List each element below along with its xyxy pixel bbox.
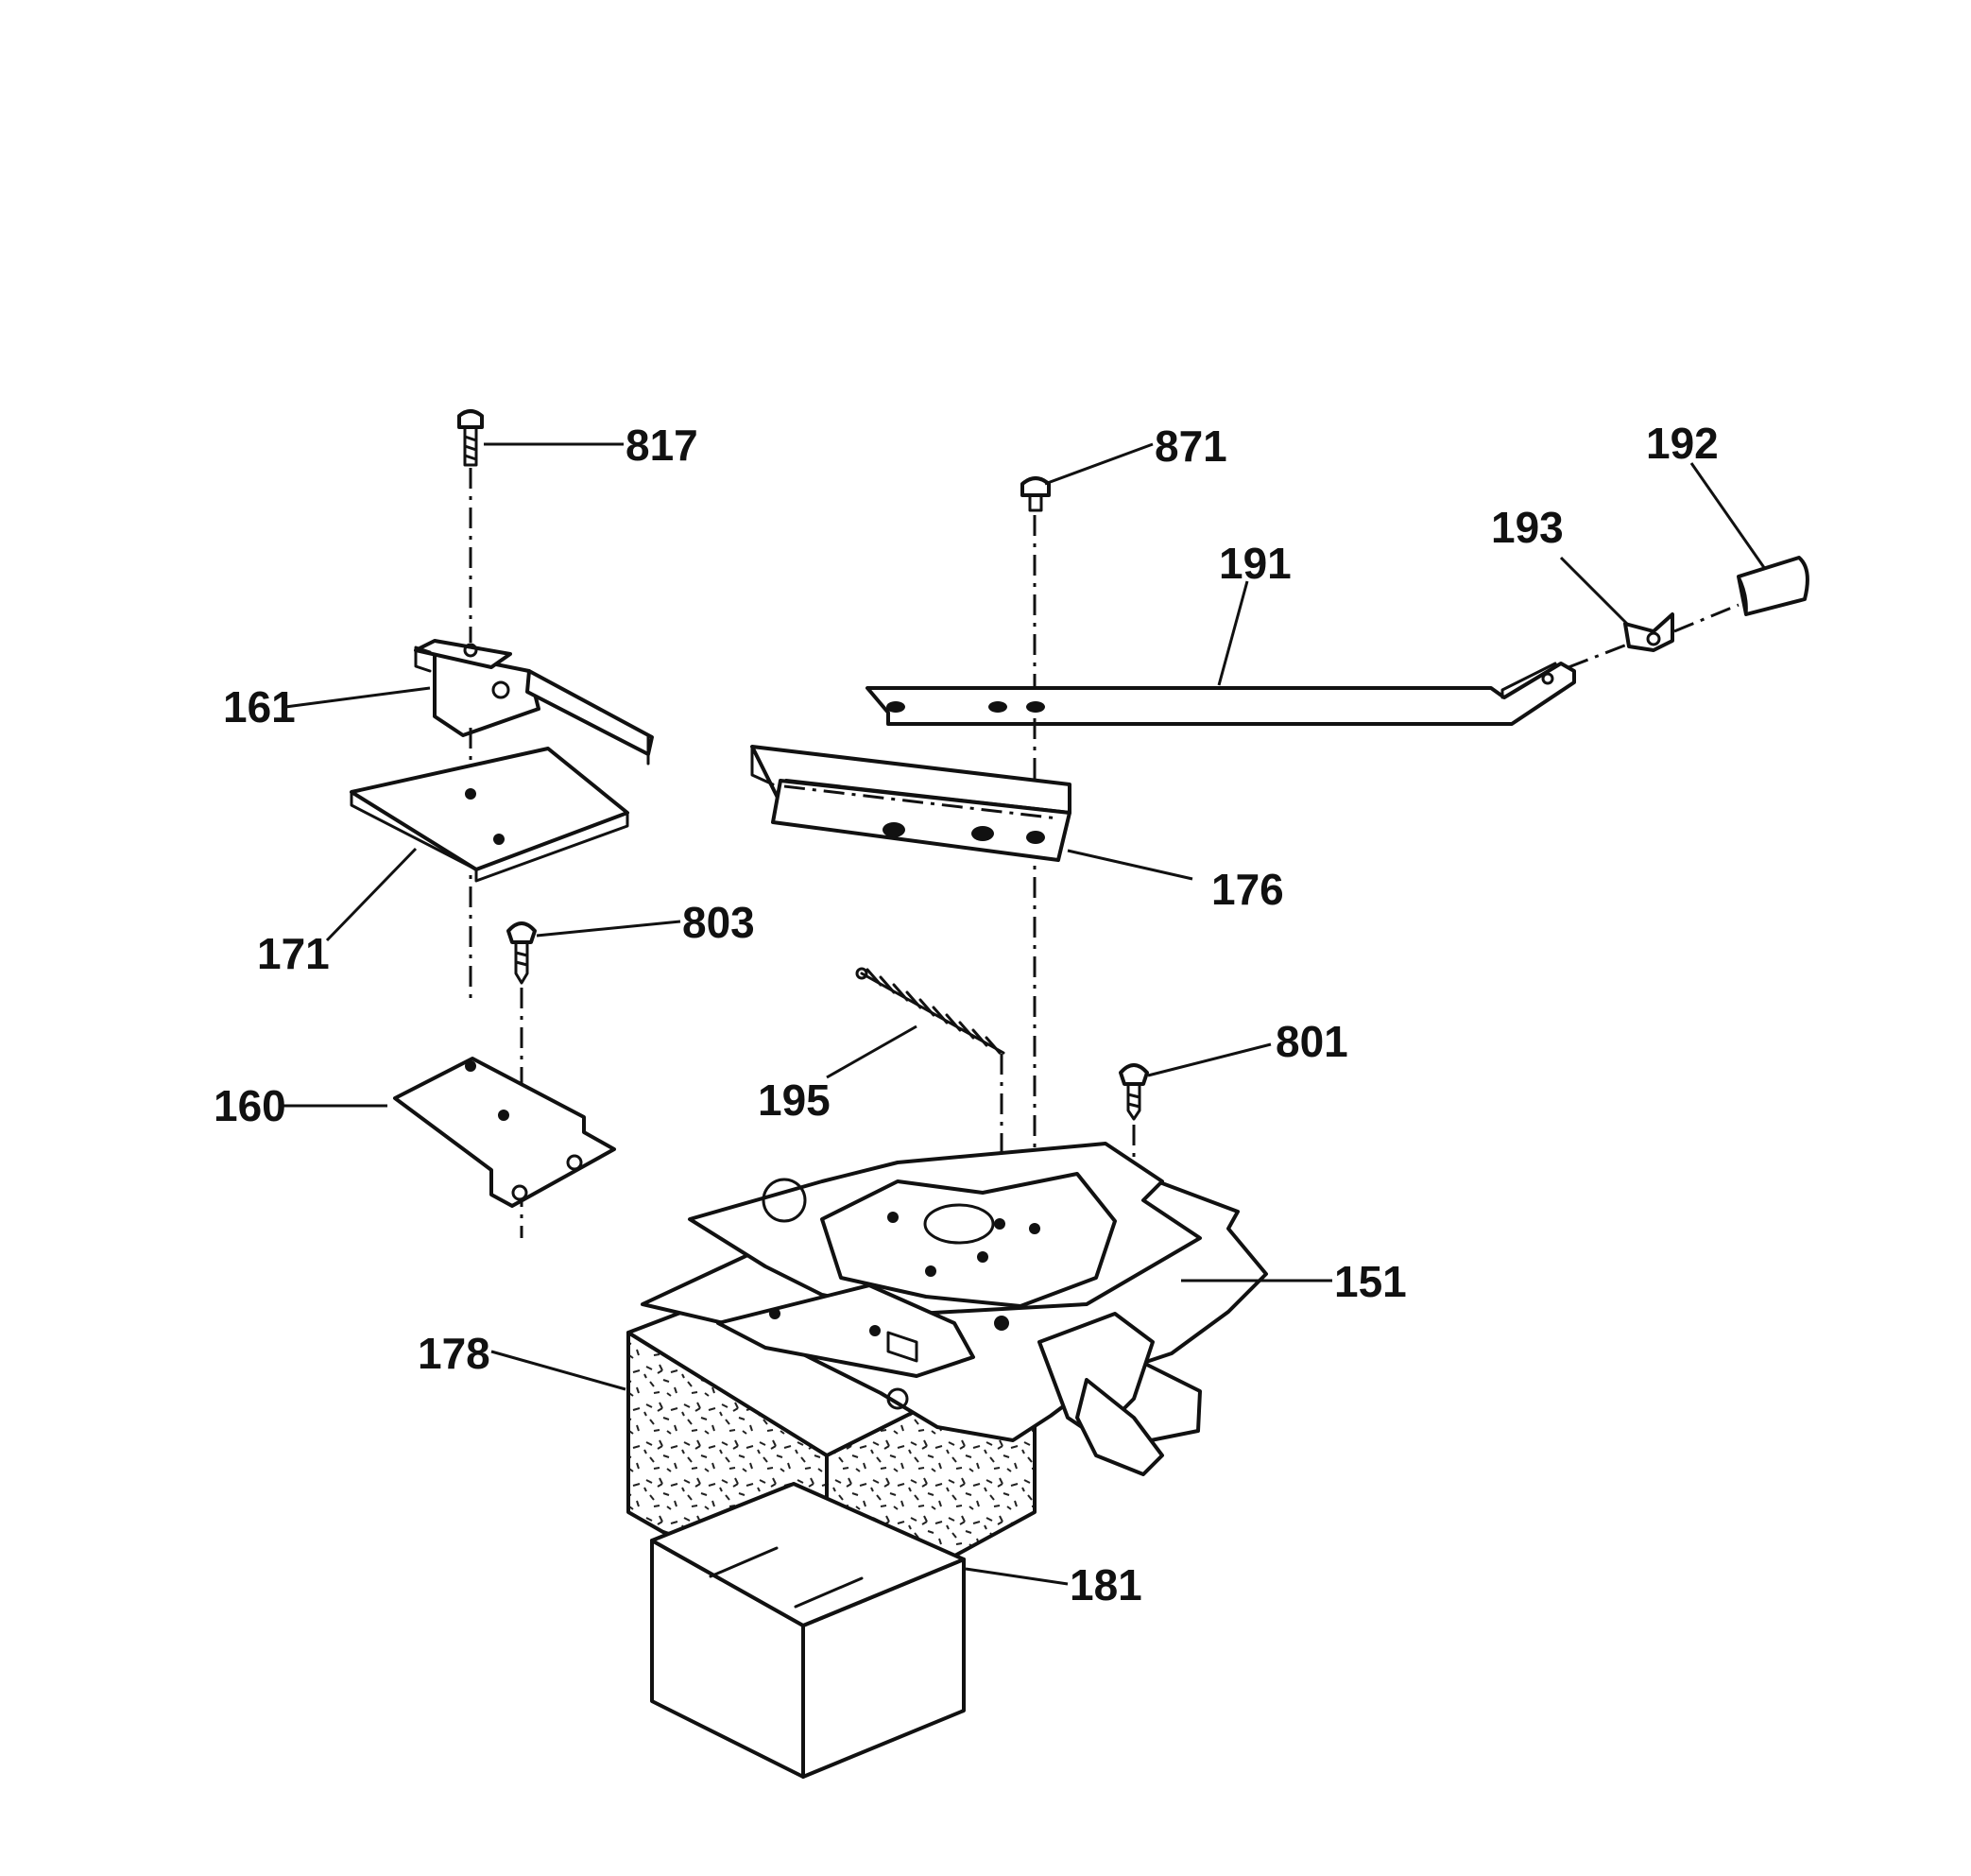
screw-817: [457, 409, 484, 467]
label-160: 160: [214, 1081, 286, 1130]
switch-161: [414, 639, 654, 766]
label-181: 181: [1070, 1560, 1142, 1609]
label-171: 171: [257, 929, 330, 978]
label-801: 801: [1276, 1017, 1348, 1066]
bracket-160: [393, 1057, 616, 1208]
label-817: 817: [626, 421, 698, 470]
label-803: 803: [682, 898, 755, 947]
screw-871: [1020, 476, 1051, 512]
label-151: 151: [1334, 1257, 1407, 1306]
box-181: [650, 1482, 966, 1779]
screw-801: [1119, 1063, 1149, 1121]
label-176: 176: [1211, 865, 1284, 914]
latch-assembly-151: [641, 1142, 1268, 1476]
label-161: 161: [223, 682, 296, 731]
label-871: 871: [1155, 422, 1227, 471]
label-191: 191: [1219, 539, 1292, 588]
label-192: 192: [1646, 419, 1719, 468]
label-193: 193: [1491, 503, 1564, 552]
label-178: 178: [418, 1329, 490, 1378]
lever-arm-191: [866, 662, 1576, 726]
label-195: 195: [758, 1076, 831, 1125]
clip-193: [1623, 612, 1674, 652]
angle-bracket-176: [750, 745, 1071, 862]
screw-803: [506, 921, 537, 985]
insulator-plate-171: [350, 747, 629, 883]
cap-192: [1737, 556, 1809, 616]
spring-195: [855, 967, 1005, 1055]
